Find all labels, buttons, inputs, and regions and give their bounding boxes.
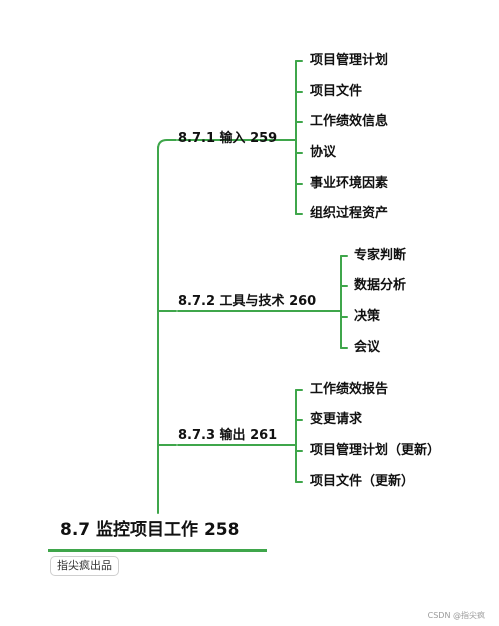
branch-label-output: 8.7.3 输出 261 <box>178 428 278 443</box>
root-node-title: 8.7 监控项目工作 258 <box>60 520 240 540</box>
branch-label-input: 8.7.1 输入 259 <box>178 131 278 146</box>
leaf-label-input-3: 协议 <box>310 145 337 160</box>
leaf-label-output-2: 项目管理计划（更新） <box>310 443 441 458</box>
leaf-label-output-3: 项目文件（更新） <box>310 474 415 489</box>
leaf-label-input-5: 组织过程资产 <box>310 206 389 221</box>
leaf-label-tools-1: 数据分析 <box>354 278 407 293</box>
branch-elbow-input <box>157 139 168 150</box>
branch-label-tools: 8.7.2 工具与技术 260 <box>178 294 317 309</box>
leaf-label-input-1: 项目文件 <box>310 84 363 99</box>
leaf-label-tools-2: 决策 <box>354 309 381 324</box>
leaf-label-output-0: 工作绩效报告 <box>310 382 389 397</box>
author-tag: 指尖疯出品 <box>50 556 119 576</box>
leaf-label-tools-0: 专家判断 <box>354 248 407 263</box>
root-underline <box>48 549 267 552</box>
watermark: CSDN @指尖疯 <box>427 611 485 620</box>
leaf-label-tools-3: 会议 <box>354 340 381 355</box>
leaf-label-input-0: 项目管理计划 <box>310 53 389 68</box>
leaf-label-output-1: 变更请求 <box>310 412 363 427</box>
leaf-label-input-4: 事业环境因素 <box>310 176 389 191</box>
leaf-label-input-2: 工作绩效信息 <box>310 114 389 129</box>
